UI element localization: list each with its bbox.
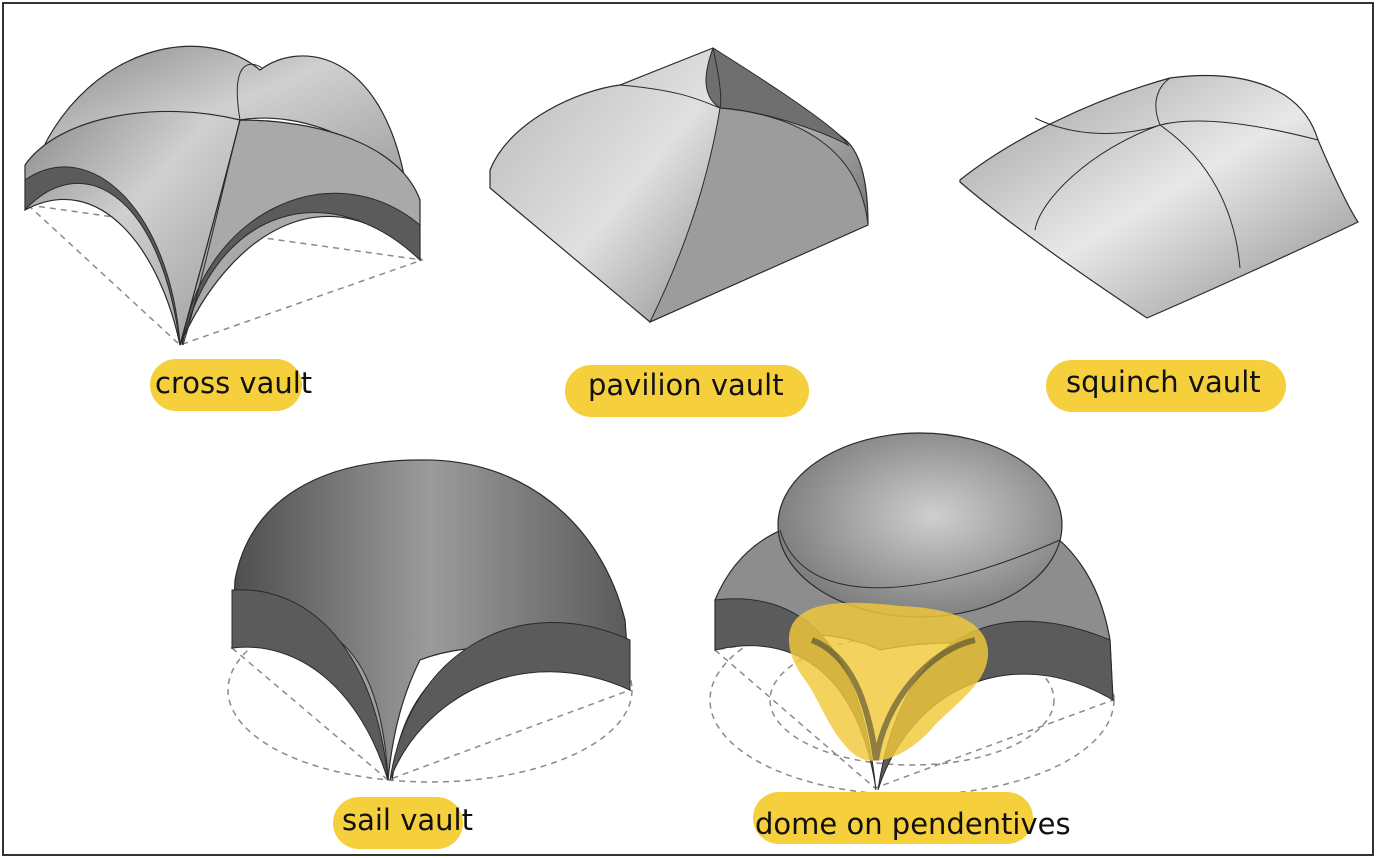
pavilion-vault-figure xyxy=(489,47,869,324)
sail-vault-label: sail vault xyxy=(342,796,473,848)
cross-vault-right-arch xyxy=(179,119,421,346)
dome-base-inner-circle xyxy=(769,634,1055,766)
squinch-vault-shell xyxy=(959,75,1359,319)
cross-vault-groins xyxy=(182,63,263,346)
cross-vault-left-arch xyxy=(24,110,241,346)
dome-cupola-lower xyxy=(779,529,1061,589)
pendentive-highlight xyxy=(788,602,989,761)
cross-vault-label: cross vault xyxy=(155,366,313,400)
pavilion-vault-highlight xyxy=(565,365,809,417)
squinch-vault-highlight xyxy=(1046,360,1286,412)
sail-vault-highlight xyxy=(333,797,463,849)
sail-vault-right-rib xyxy=(389,622,631,781)
cross-vault-right-rib xyxy=(181,192,421,346)
squinch-vault-label: squinch vault xyxy=(1066,365,1261,399)
pendentive-highlight-rib xyxy=(810,637,976,761)
cross-vault-highlight xyxy=(150,359,302,411)
dome-cupola xyxy=(777,432,1063,618)
sail-vault-left-rib xyxy=(231,589,389,781)
cross-vault-figure xyxy=(24,45,424,346)
dome-on-pendentives-highlight xyxy=(753,792,1033,844)
dome-on-pendentives-label: dome on pendentives xyxy=(755,807,1071,841)
pavilion-vault-edges xyxy=(619,47,722,109)
sail-vault-figure xyxy=(227,459,633,783)
squinch-vault-figure xyxy=(959,75,1359,319)
sail-vault-label-highlighted: sail vau xyxy=(342,803,454,837)
pavilion-vault-right-face xyxy=(705,47,850,147)
cross-vault-left-rib xyxy=(24,166,181,346)
dome-on-pendentives-figure xyxy=(709,432,1115,796)
pavilion-vault-label: pavilion vault xyxy=(588,368,784,402)
sail-vault-label-rest: lt xyxy=(453,803,473,837)
pavilion-vault-front-face xyxy=(648,107,869,324)
squinch-vault-ribs xyxy=(1034,77,1319,269)
